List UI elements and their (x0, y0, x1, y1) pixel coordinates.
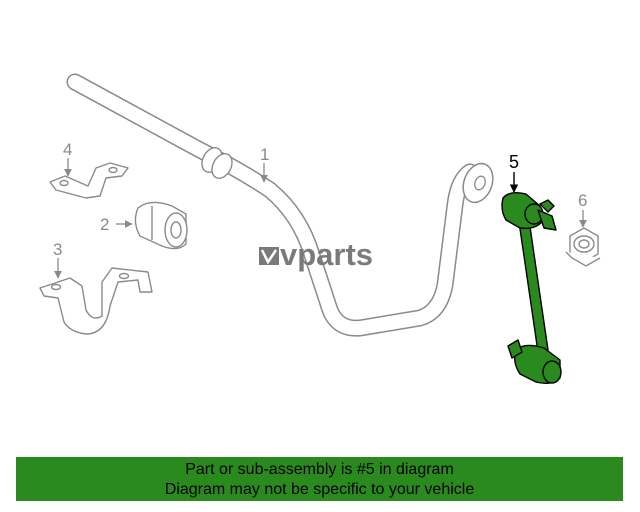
caption-line-2: Diagram may not be specific to your vehi… (164, 481, 475, 498)
caption-banner: Part or sub-assembly is #5 in diagram Di… (16, 457, 623, 501)
callout-2: 2 (100, 215, 109, 234)
bracket-part-3[interactable] (39, 267, 153, 335)
caption-line-1: Part or sub-assembly is #5 in diagram (185, 461, 454, 478)
vparts-logo-text: vparts (280, 237, 373, 272)
bracket-part-4[interactable] (49, 162, 129, 199)
bushing-part-2[interactable] (134, 201, 188, 250)
parts-diagram: 1 2 3 4 5 6 vparts (39, 73, 601, 385)
stabilizer-bar[interactable] (66, 73, 498, 337)
callout-6: 6 (578, 191, 587, 210)
nut-part-6[interactable] (565, 227, 601, 267)
callout-4: 4 (63, 140, 72, 159)
stabilizer-link-part-5[interactable] (501, 191, 562, 385)
vparts-watermark: vparts (259, 237, 373, 272)
callout-leaders (54, 158, 587, 279)
vparts-logo-icon (259, 247, 279, 265)
callout-3: 3 (53, 240, 62, 259)
callout-5: 5 (509, 152, 519, 172)
callout-1: 1 (260, 145, 269, 164)
